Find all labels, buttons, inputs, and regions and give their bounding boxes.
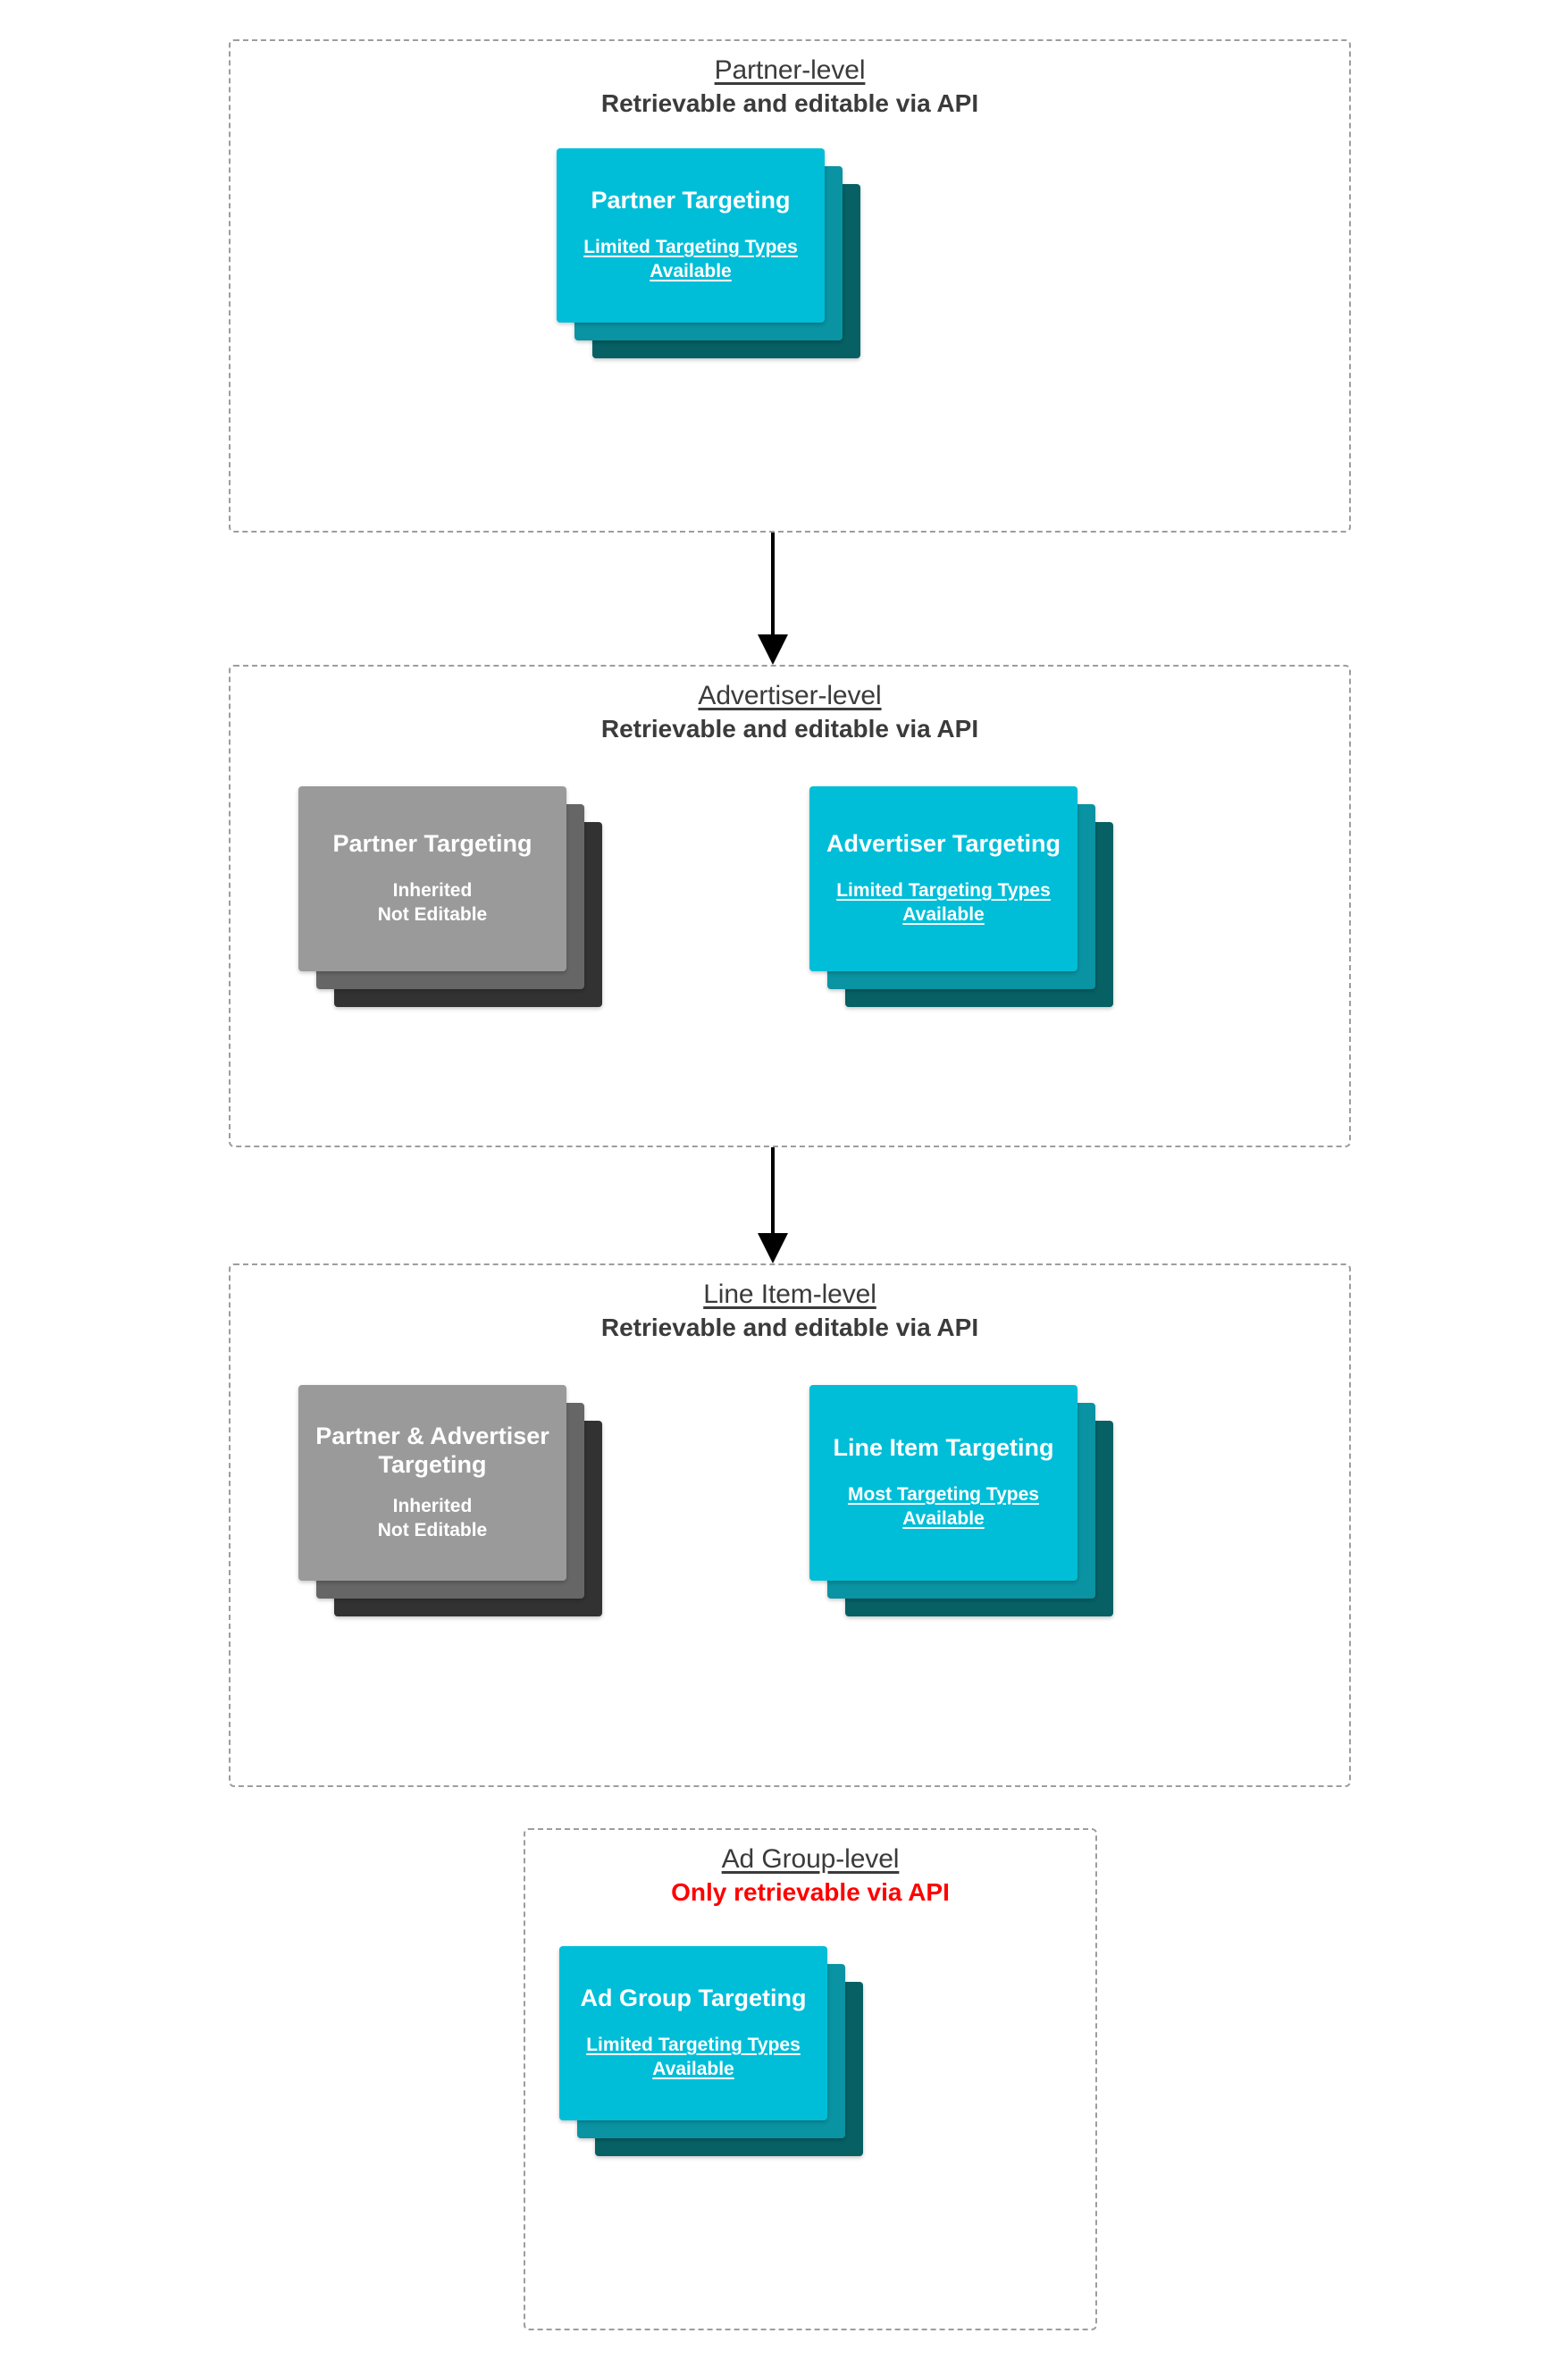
card-title: Ad Group Targeting [580,1985,807,2012]
card-subtitle: Limited Targeting Types Available [583,237,798,282]
level-api-note-partner: Retrievable and editable via API [600,88,979,117]
card-face-line-item-targeting[interactable]: Line Item Targeting Most Targeting Types… [809,1385,1077,1581]
panel-heading-partner: Partner-level Retrievable and editable v… [231,55,1349,117]
card-face-partner-targeting[interactable]: Partner Targeting Limited Targeting Type… [557,148,825,323]
panel-heading-line-item: Line Item-level Retrievable and editable… [231,1280,1349,1341]
card-title: Partner Targeting [332,830,532,858]
level-api-note-line-item: Retrievable and editable via API [600,1313,979,1341]
card-stack-advertiser-partner-targeting[interactable]: Partner Targeting Inherited Not Editable [298,786,602,1041]
card-title: Partner Targeting [591,187,791,214]
level-name-advertiser: Advertiser-level [698,681,882,710]
arrow-shaft [771,533,775,638]
card-face-partner-targeting-inherited[interactable]: Partner Targeting Inherited Not Editable [298,786,566,971]
level-name-partner: Partner-level [714,55,866,85]
arrow-shaft [771,1147,775,1237]
panel-heading-advertiser: Advertiser-level Retrievable and editabl… [231,681,1349,743]
arrow-head [758,634,788,665]
level-api-note-ad-group: Only retrievable via API [671,1877,950,1906]
card-subtitle: Inherited Not Editable [377,1496,488,1541]
card-stack-partner-targeting[interactable]: Partner Targeting Limited Targeting Type… [557,148,860,358]
card-face-advertiser-targeting[interactable]: Advertiser Targeting Limited Targeting T… [809,786,1077,971]
level-name-line-item: Line Item-level [703,1280,876,1309]
panel-partner-level: Partner-level Retrievable and editable v… [229,39,1351,533]
level-name-ad-group: Ad Group-level [721,1844,900,1874]
card-stack-advertiser-targeting[interactable]: Advertiser Targeting Limited Targeting T… [809,786,1113,1041]
card-subtitle: Most Targeting Types Available [848,1484,1039,1530]
card-subtitle: Limited Targeting Types Available [836,880,1051,926]
panel-heading-ad-group: Ad Group-level Only retrievable via API [525,1844,1095,1906]
connector-arrow-advertiser-to-line-item [755,1147,791,1263]
card-title: Line Item Targeting [833,1434,1054,1462]
card-stack-line-item-targeting[interactable]: Line Item Targeting Most Targeting Types… [809,1385,1113,1653]
card-face-ad-group-targeting[interactable]: Ad Group Targeting Limited Targeting Typ… [559,1946,827,2120]
card-stack-line-item-inherited-targeting[interactable]: Partner & Advertiser Targeting Inherited… [298,1385,602,1653]
card-title: Partner & Advertiser Targeting [315,1423,549,1479]
card-title: Advertiser Targeting [826,830,1061,858]
panel-advertiser-level: Advertiser-level Retrievable and editabl… [229,665,1351,1147]
connector-arrow-partner-to-advertiser [755,533,791,665]
panel-ad-group-level: Ad Group-level Only retrievable via API … [524,1828,1097,2330]
level-api-note-advertiser: Retrievable and editable via API [600,714,979,743]
card-subtitle: Limited Targeting Types Available [586,2035,801,2080]
panel-line-item-level: Line Item-level Retrievable and editable… [229,1263,1351,1787]
card-subtitle: Inherited Not Editable [377,880,488,926]
card-stack-ad-group-targeting[interactable]: Ad Group Targeting Limited Targeting Typ… [559,1946,863,2156]
card-face-partner-advertiser-targeting-inherited[interactable]: Partner & Advertiser Targeting Inherited… [298,1385,566,1581]
arrow-head [758,1233,788,1263]
